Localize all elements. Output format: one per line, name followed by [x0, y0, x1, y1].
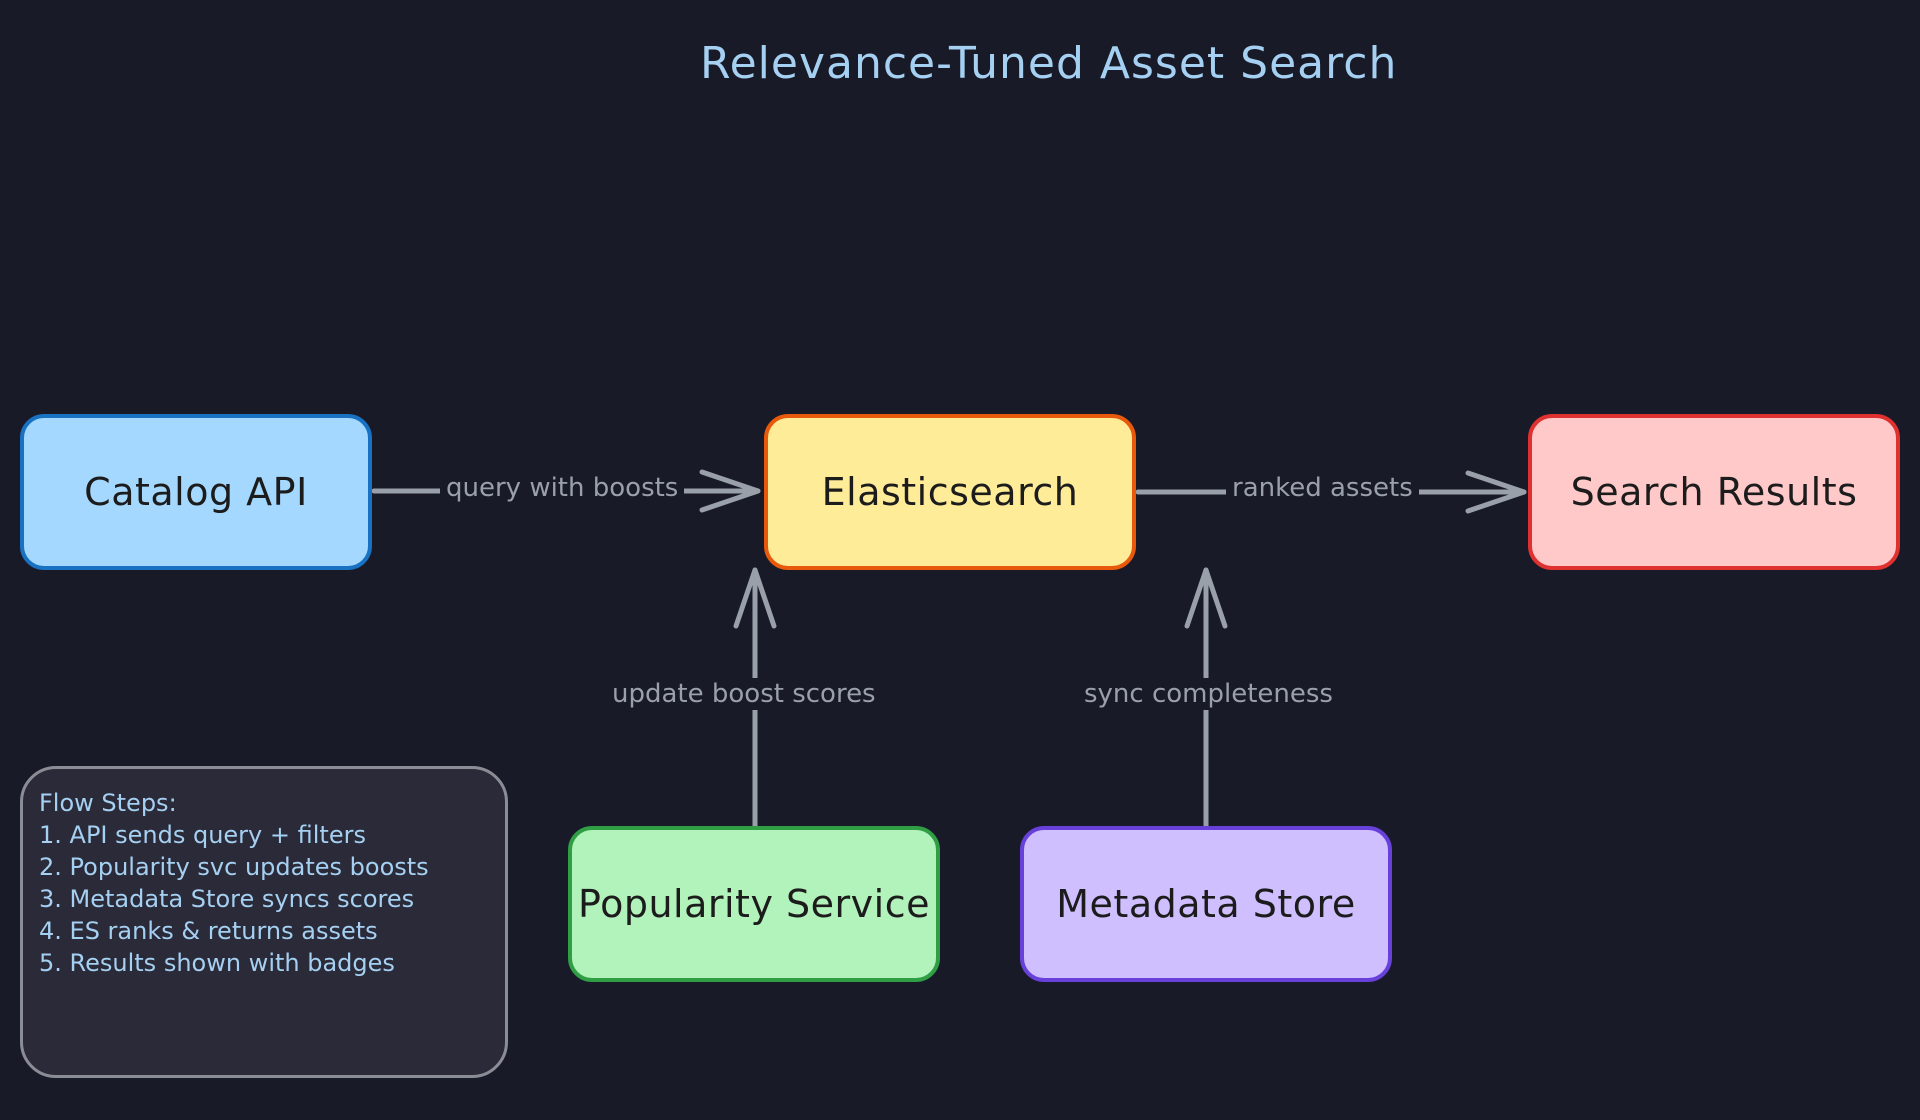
flow-step: 2. Popularity svc updates boosts [39, 853, 429, 881]
node-catalog-api[interactable]: Catalog API [20, 414, 372, 570]
node-label: Popularity Service [578, 882, 930, 926]
flow-step: 3. Metadata Store syncs scores [39, 885, 415, 913]
flow-step: 4. ES ranks & returns assets [39, 917, 378, 945]
edge-label-query-with-boosts: query with boosts [440, 472, 685, 504]
diagram-title: Relevance-Tuned Asset Search [700, 38, 1398, 89]
flow-steps-heading: Flow Steps: [39, 789, 177, 817]
node-search-results[interactable]: Search Results [1528, 414, 1900, 570]
node-label: Search Results [1570, 470, 1858, 514]
flow-step: 5. Results shown with badges [39, 949, 395, 977]
node-popularity-service[interactable]: Popularity Service [568, 826, 940, 982]
node-label: Catalog API [84, 470, 308, 514]
edge-label-ranked-assets: ranked assets [1226, 472, 1419, 504]
node-label: Elasticsearch [821, 470, 1079, 514]
edge-label-sync-completeness: sync completeness [1078, 678, 1339, 710]
flow-steps-note: Flow Steps: 1. API sends query + filters… [20, 766, 508, 1078]
node-label: Metadata Store [1056, 882, 1356, 926]
edge-label-update-boost-scores: update boost scores [606, 678, 882, 710]
flow-step: 1. API sends query + filters [39, 821, 366, 849]
node-elasticsearch[interactable]: Elasticsearch [764, 414, 1136, 570]
node-metadata-store[interactable]: Metadata Store [1020, 826, 1392, 982]
